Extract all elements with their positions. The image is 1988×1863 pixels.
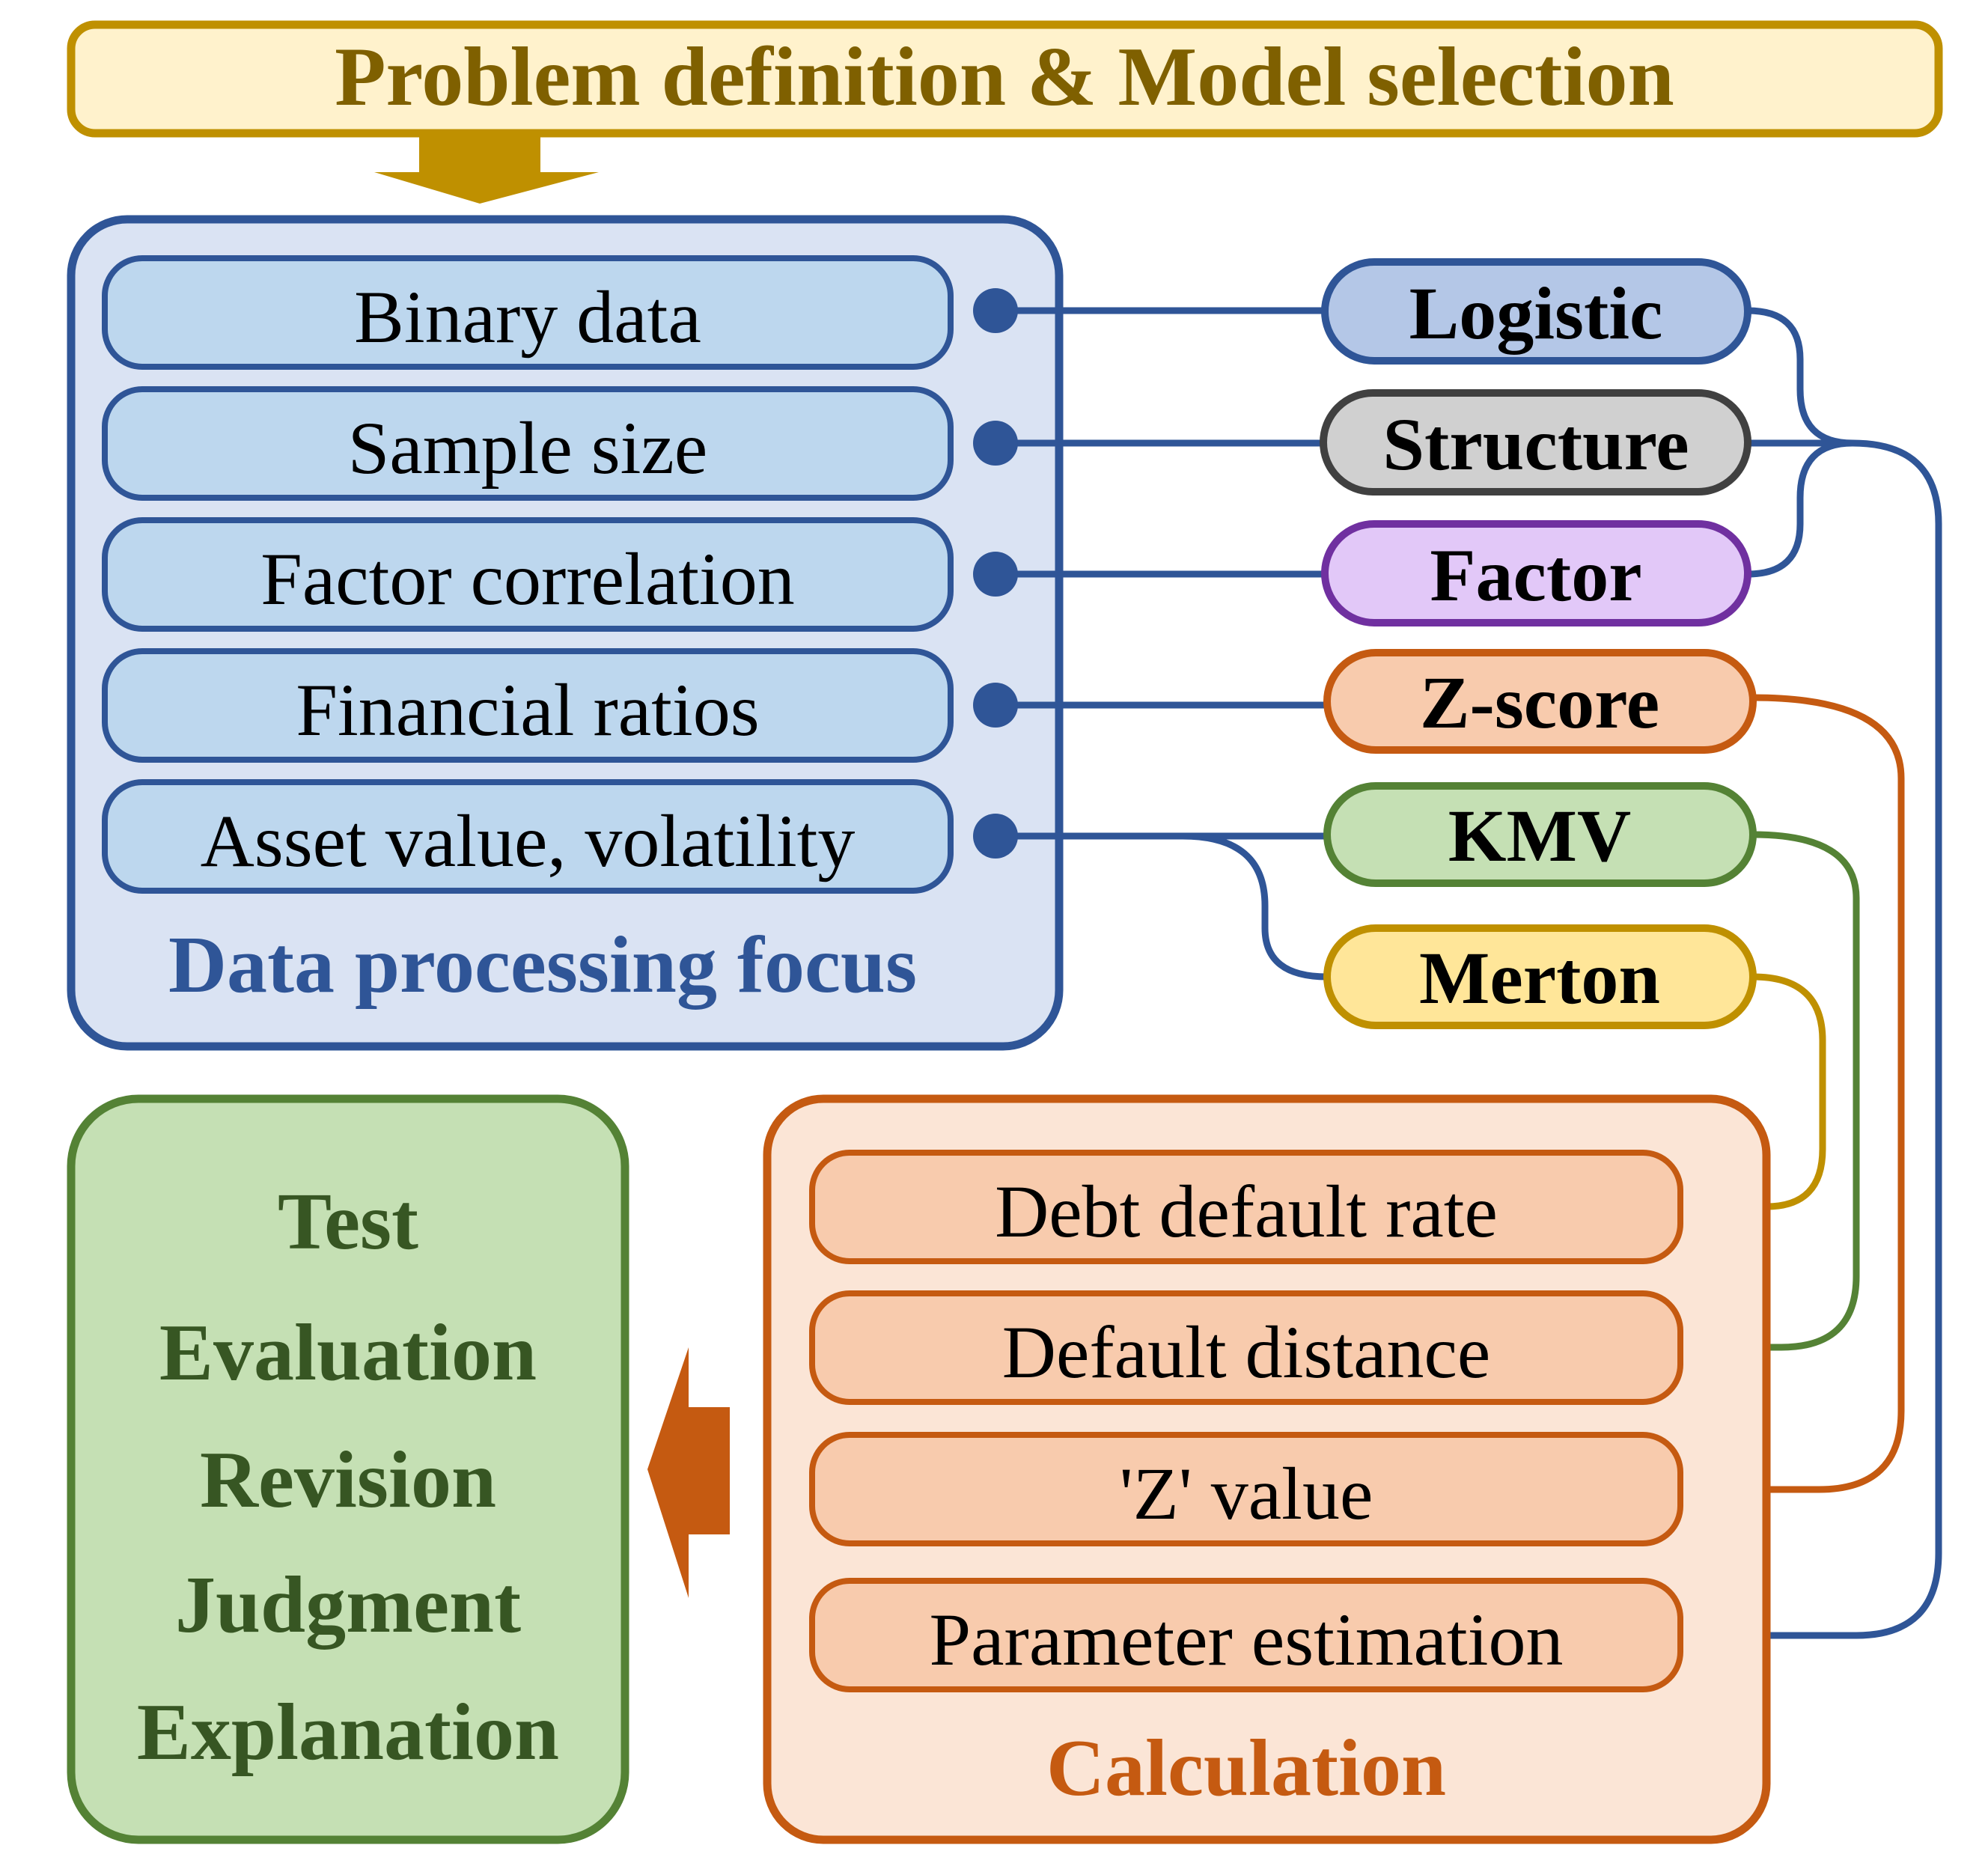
model-label: Merton (1419, 936, 1660, 1019)
down-arrow (374, 135, 599, 204)
calc-item-debt-default: Debt default rate (809, 1150, 1683, 1264)
connector-dot (973, 288, 1018, 333)
eval-panel-box (67, 1094, 629, 1844)
eval-item-revision: Revision (200, 1436, 496, 1525)
data-item-financial: Financial ratios (102, 648, 954, 763)
data-item-label: Asset value, volatility (201, 799, 856, 882)
model-factor: Factor (1321, 520, 1751, 626)
connector-dot (973, 683, 1018, 728)
data-item-sample: Sample size (102, 386, 954, 501)
header-title: Problem definition & Model selection (335, 31, 1674, 124)
data-item-binary: Binary data (102, 255, 954, 370)
connector-zscore (1725, 694, 1905, 1493)
model-label: KMV (1448, 794, 1631, 877)
eval-item-evaluation: Evaluation (159, 1308, 537, 1397)
model-logistic: Logistic (1321, 258, 1751, 365)
model-label: Z-score (1420, 661, 1659, 744)
eval-item-explanation: Explanation (137, 1688, 559, 1777)
data-panel-title: Data processing focus (168, 921, 917, 1010)
data-item-label: Financial ratios (296, 668, 759, 751)
header: Problem definition & Model selection (67, 20, 1943, 138)
data-item-label: Binary data (354, 275, 701, 359)
connector-dot (973, 421, 1018, 466)
calc-item-label: 'Z' value (1120, 1452, 1373, 1535)
model-label: Structure (1382, 403, 1689, 486)
eval-item-test: Test (278, 1177, 418, 1266)
calc-panel-title: Calculation (1046, 1724, 1446, 1813)
calc-item-label: Debt default rate (995, 1170, 1498, 1253)
model-merton: Merton (1323, 924, 1757, 1029)
model-label: Factor (1430, 534, 1641, 617)
eval-panel: Test Evaluation Revision Judgment Explan… (67, 1094, 629, 1844)
calc-item-param-estimation: Parameter estimation (809, 1578, 1683, 1692)
connectors-blue (995, 307, 1942, 1639)
connector-dots (973, 288, 1018, 859)
data-item-factor-corr: Factor correlation (102, 517, 954, 632)
connector-dot (973, 552, 1018, 597)
model-zscore: Z-score (1323, 649, 1757, 754)
header-box (67, 20, 1943, 138)
connector-kmv (1725, 831, 1860, 1351)
data-item-label: Factor correlation (260, 537, 795, 621)
calc-item-label: Parameter estimation (930, 1598, 1564, 1681)
calc-panel: Debt default rate Default distance 'Z' v… (763, 1094, 1771, 1844)
connector-merton (1725, 973, 1826, 1210)
calc-item-z-value: 'Z' value (809, 1432, 1683, 1546)
connector-dot (973, 814, 1018, 859)
model-label: Logistic (1409, 272, 1663, 355)
data-panel: Binary data Sample size Factor correlati… (67, 215, 1064, 1051)
data-item-asset: Asset value, volatility (102, 779, 954, 894)
left-arrow (647, 1347, 730, 1598)
eval-item-judgment: Judgment (175, 1561, 521, 1650)
calc-item-default-distance: Default distance (809, 1290, 1683, 1405)
data-item-label: Sample size (348, 406, 707, 490)
model-kmv: KMV (1323, 782, 1757, 887)
calc-item-label: Default distance (1002, 1311, 1491, 1394)
model-structure: Structure (1320, 389, 1751, 496)
